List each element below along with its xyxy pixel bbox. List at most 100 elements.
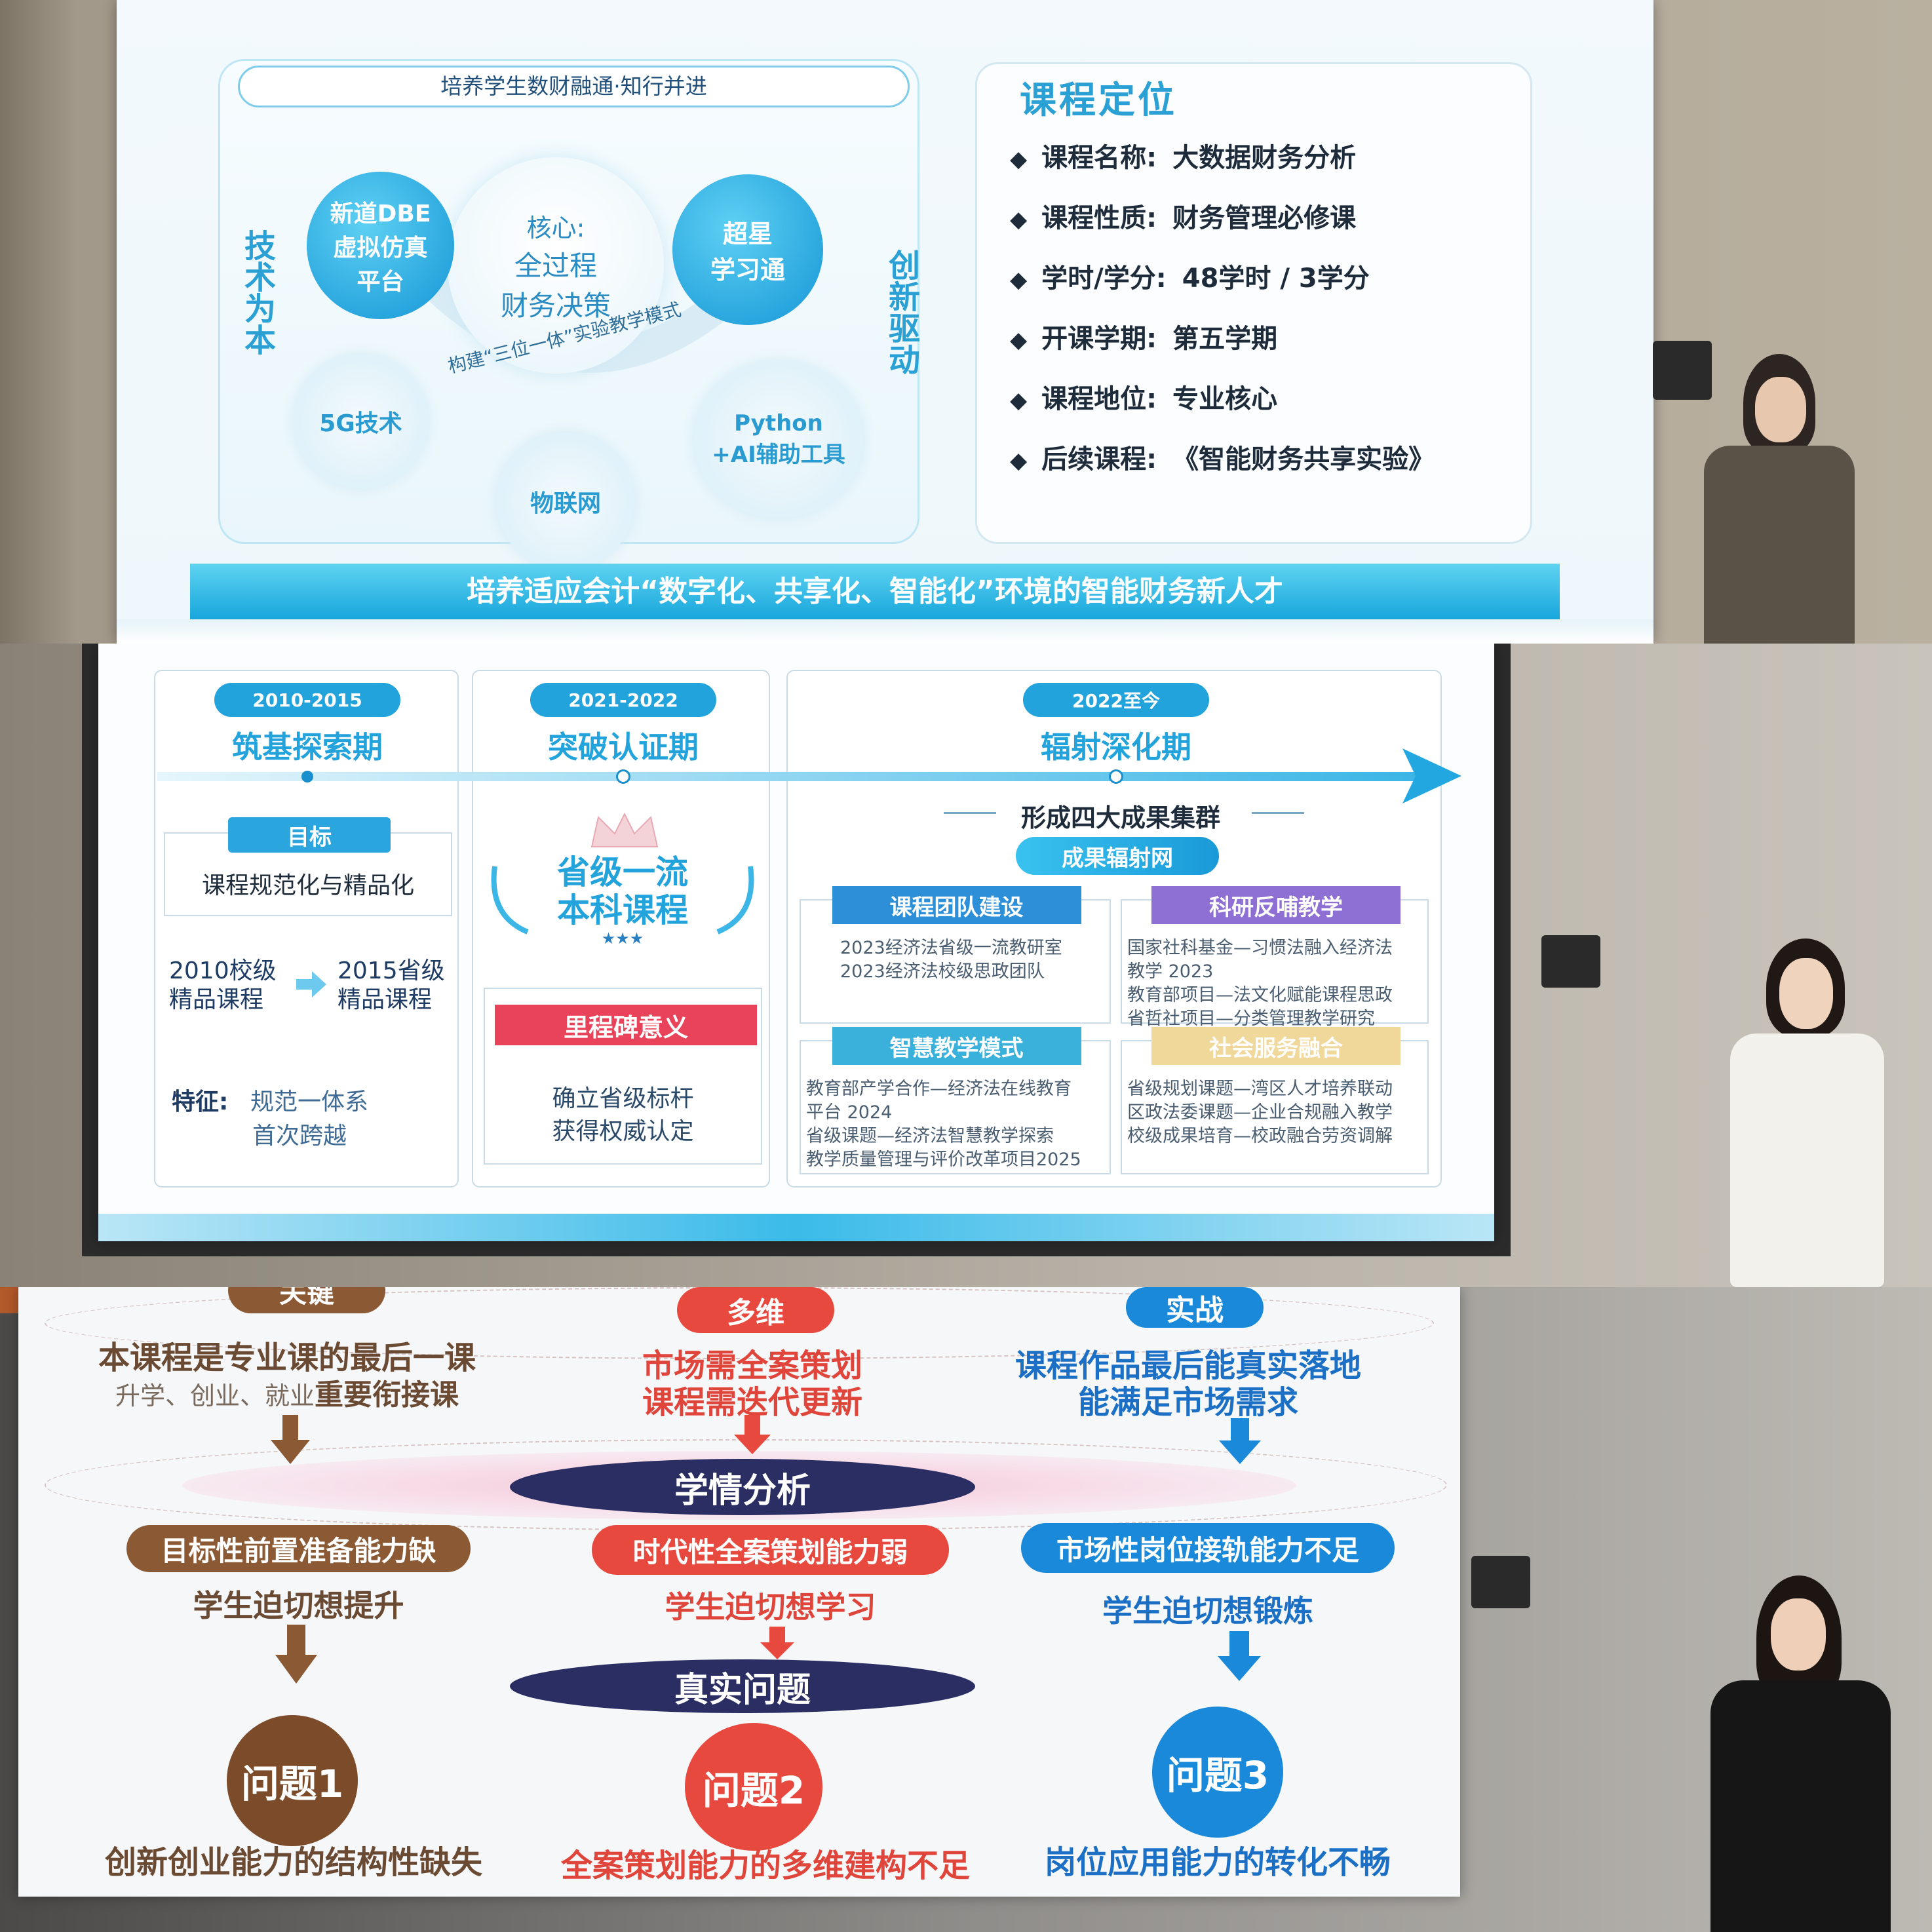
cluster-line: 区政法委课题—企业合规融入教学 — [1127, 1102, 1393, 1123]
real-text: 真实问题 — [674, 1670, 811, 1710]
gap1-text: 目标性前置准备能力缺 — [161, 1534, 436, 1567]
position-label: 后续课程: — [1041, 444, 1157, 474]
col1-tag-text: 关键 — [279, 1287, 334, 1309]
chaoxing-line2: 学习通 — [710, 256, 785, 284]
cluster-tag-text: 成果辐射网 — [1062, 845, 1173, 872]
presenter — [1704, 1575, 1894, 1932]
bullet-icon: ◆ — [1010, 267, 1028, 293]
feature-2: 首次跨越 — [252, 1123, 347, 1150]
arrow-down-icon — [760, 1627, 794, 1659]
award-line2: 本科课程 — [557, 891, 688, 929]
milestone-tag: 里程碑意义 — [495, 1005, 757, 1045]
course-2010-line2: 精品课程 — [169, 986, 264, 1013]
gap2-text: 时代性全案策划能力弱 — [632, 1536, 908, 1568]
col3-line2: 能满足市场需求 — [1077, 1384, 1298, 1421]
gap1-pill: 目标性前置准备能力缺 — [126, 1525, 471, 1572]
col2-line2: 课程需迭代更新 — [642, 1384, 862, 1421]
arrow-down-icon — [1218, 1631, 1261, 1681]
dbe-line1: 新道DBE — [330, 200, 431, 227]
phase-years-pill: 2010-2015 — [214, 683, 400, 717]
feature-1: 规范一体系 — [250, 1089, 369, 1115]
analysis-text: 学情分析 — [674, 1471, 811, 1511]
laurel-right-icon — [716, 866, 754, 935]
q1-description: 创新创业能力的结构性缺失 — [104, 1844, 482, 1881]
cluster-title-text: 智慧教学模式 — [889, 1035, 1024, 1062]
phase-years-pill: 2021-2022 — [530, 683, 716, 717]
cluster-title-tag: 社会服务融合 — [1151, 1027, 1401, 1065]
python-line2: +AI辅助工具 — [712, 441, 845, 468]
course-2015-line2: 精品课程 — [338, 986, 433, 1013]
cluster-title: 形成四大成果集群 — [1020, 803, 1220, 832]
gap2-pill: 时代性全案策划能力弱 — [592, 1525, 949, 1575]
cluster-line: 教育部项目—法文化赋能课程思政 — [1127, 985, 1393, 1005]
arrow-down-icon — [734, 1415, 771, 1454]
real-capsule: 真实问题 — [510, 1659, 975, 1713]
presenter-face — [1755, 377, 1806, 442]
q3-text: 问题3 — [1166, 1753, 1269, 1798]
bullet-icon: ◆ — [1010, 206, 1028, 233]
cluster-title-text: 课程团队建设 — [889, 894, 1024, 921]
left-vertical-text: 技术为本 — [239, 229, 275, 355]
screen-bottom-glow — [98, 1214, 1494, 1241]
position-value: 专业核心 — [1172, 384, 1278, 414]
iot-bubble: 物联网 — [497, 433, 634, 570]
position-label: 学时/学分: — [1041, 263, 1167, 294]
arrow-down-icon — [1219, 1418, 1261, 1464]
course-2015-line1: 2015省级 — [338, 957, 445, 984]
col1-line2: 升学、创业、就业重要衔接课 — [58, 1371, 516, 1413]
course-2010-line1: 2010校级 — [169, 957, 277, 984]
course-arrow-icon — [296, 971, 326, 997]
goal-tag: 目标 — [228, 817, 391, 853]
column-1 — [154, 670, 459, 1188]
q3-circle: 问题3 — [1152, 1707, 1283, 1838]
q1-circle: 问题1 — [227, 1715, 358, 1846]
col2-tag: 多维 — [677, 1287, 834, 1333]
phase-name: 筑基探索期 — [232, 729, 383, 765]
photo-panel-learning-analysis: 关键 多维 实战 本课程是专业课的最后一课 升学、创业、就业重要衔接课 市场需全… — [0, 1287, 1932, 1932]
position-item: ◆后续课程:《智能财务共享实验》 — [1010, 438, 1521, 476]
bullet-icon: ◆ — [1010, 448, 1028, 474]
cluster-title-tag: 科研反哺教学 — [1151, 886, 1401, 924]
chaoxing-bubble: 超星 学习通 — [672, 174, 823, 325]
col2-line1: 市场需全案策划 — [642, 1347, 862, 1384]
phase-years: 2010-2015 — [252, 689, 362, 711]
presenter — [1717, 938, 1887, 1287]
presenter-face — [1771, 1598, 1826, 1671]
position-value: 48学时 / 3学分 — [1182, 263, 1370, 294]
col1-line2b: 重要衔接课 — [315, 1378, 459, 1412]
cluster-line: 教学 2023 — [1127, 961, 1214, 982]
milestone-1: 确立省级标杆 — [552, 1085, 694, 1112]
award-stars: ★★★ — [601, 929, 644, 948]
cluster-title-tag: 智慧教学模式 — [832, 1027, 1081, 1065]
cluster-line: 省级规划课题—湾区人才培养联动 — [1127, 1079, 1393, 1099]
milestone-2: 获得权威认定 — [552, 1118, 694, 1145]
feature-label: 特征: — [172, 1089, 229, 1115]
position-item: ◆ 学时/学分: 48学时 / 3学分 — [1010, 257, 1521, 295]
dbe-line2: 虚拟仿真 — [333, 234, 428, 261]
iot-text: 物联网 — [530, 490, 601, 517]
position-item: ◆开课学期:第五学期 — [1010, 317, 1521, 355]
gap3-pill: 市场性岗位接轨能力不足 — [1021, 1523, 1395, 1573]
python-bubble: Python +AI辅助工具 — [693, 360, 864, 518]
milestone-tag-text: 里程碑意义 — [563, 1013, 688, 1042]
milestone-box — [484, 988, 762, 1165]
gap3-text: 市场性岗位接轨能力不足 — [1056, 1534, 1359, 1566]
top-banner-text: 培养学生数财融通·知行并进 — [440, 73, 707, 99]
position-label: 开课学期: — [1041, 324, 1157, 354]
projection-screen: 培养学生数财融通·知行并进 技术为本 创新驱动 核心: 全过程 财务决策 新道D… — [117, 0, 1653, 644]
wall-device — [1471, 1556, 1530, 1608]
col3-tag-text: 实战 — [1166, 1294, 1224, 1327]
presenter-body — [1730, 1034, 1884, 1287]
award: 省级一流 本科课程 ★★★ — [518, 853, 727, 948]
timeline-arrowhead — [1402, 748, 1461, 803]
core-bubble: 核心: 全过程 财务决策 — [448, 157, 664, 374]
dbe-bubble: 新道DBE 虚拟仿真 平台 — [307, 172, 454, 319]
position-label: 课程名称: — [1041, 143, 1157, 173]
position-item: ◆课程性质:财务管理必修课 — [1010, 197, 1521, 235]
position-title: 课程定位 — [1020, 79, 1177, 122]
want3: 学生迫切想锻炼 — [1102, 1593, 1313, 1629]
